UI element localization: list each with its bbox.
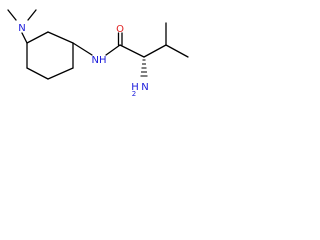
amine-h-label: H xyxy=(131,82,139,93)
alpha-to-ch-bond xyxy=(143,44,167,58)
n-methyl-bond-2 xyxy=(27,9,37,21)
n-methyl-bond-1 xyxy=(7,9,17,21)
carbonyl-oxygen-label: O xyxy=(116,24,124,35)
ring-bond-5 xyxy=(26,67,49,80)
carbonyl-to-alpha-bond xyxy=(119,44,145,58)
molecule-structure: N NH O H N 2 xyxy=(7,9,189,97)
isopropyl-methyl-bond-2 xyxy=(165,44,189,58)
wedge-icon xyxy=(140,59,148,77)
ring-to-nh-bond xyxy=(72,42,93,56)
ring-bond-4 xyxy=(47,67,74,80)
amide-nh-label: NH xyxy=(92,55,107,66)
ring-bond-1 xyxy=(26,31,49,44)
dimethylamino-nitrogen-label: N xyxy=(18,23,25,34)
ring-bond-2 xyxy=(47,31,74,44)
n-to-ring-bond xyxy=(21,32,28,44)
amine-subscript-label: 2 xyxy=(132,90,136,97)
nh-to-carbonyl-bond xyxy=(105,44,121,56)
amine-n-label: N xyxy=(141,82,148,93)
